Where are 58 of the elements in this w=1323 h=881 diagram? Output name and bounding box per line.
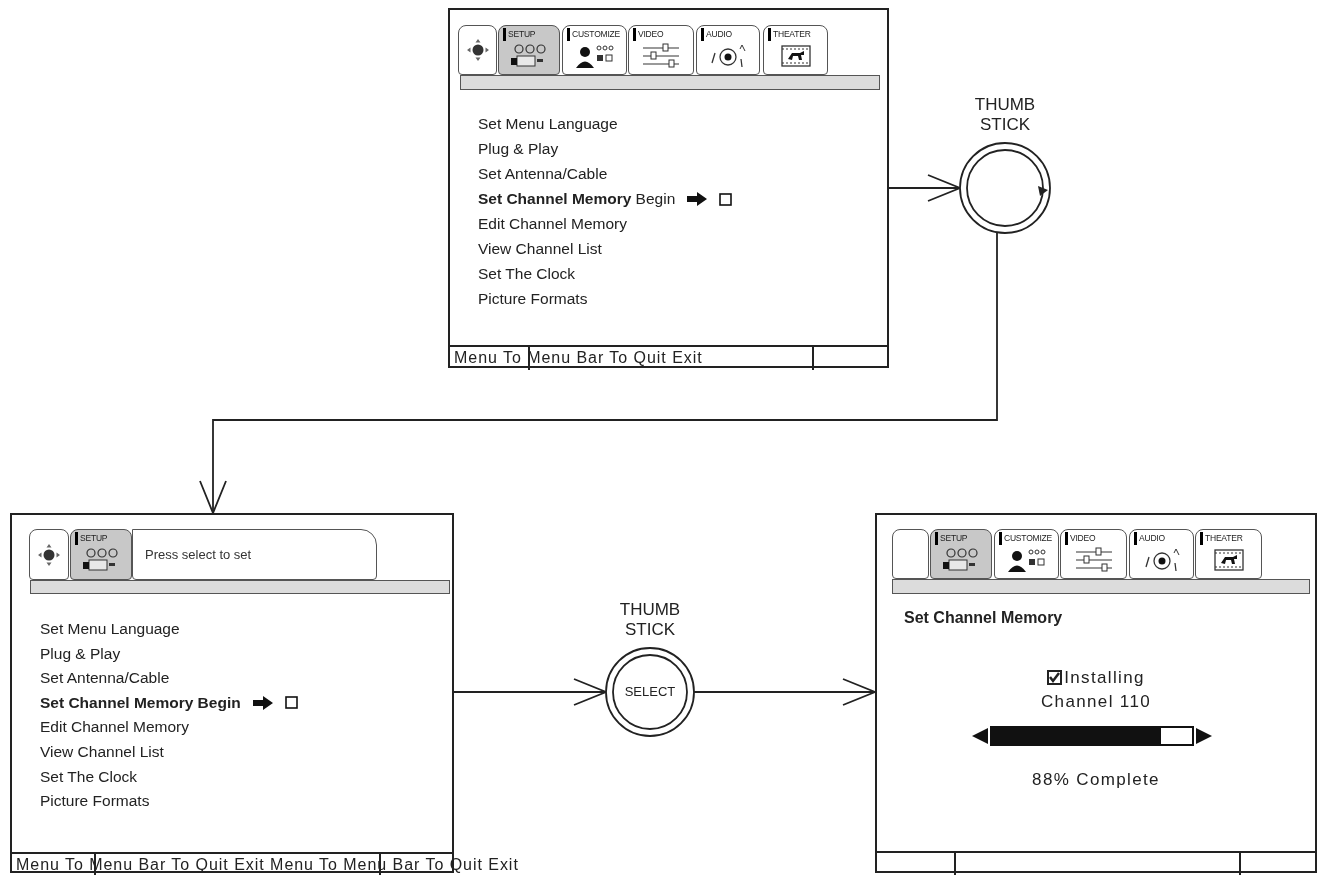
menu-item: Edit Channel Memory [40, 717, 190, 738]
menu-tab [458, 25, 497, 75]
menu-bar [30, 580, 450, 594]
selected-menu-tab [930, 529, 992, 579]
selected-menu-tab [498, 25, 560, 75]
button-label: SELECT [624, 683, 676, 702]
progress-text: 88% Complete [1032, 769, 1160, 791]
tab-message: Press select to set [145, 545, 252, 564]
status-text: Installing [1064, 667, 1145, 689]
menu-item: View Channel List [40, 742, 164, 762]
menu-item: Set The Clock [478, 264, 576, 284]
menu-tab [763, 25, 828, 75]
tab-label: CUSTOMIZE [1004, 534, 1052, 543]
menu-tab [1195, 529, 1262, 579]
menu-tab [1060, 529, 1127, 579]
menu-item: Set The Clock [40, 766, 138, 787]
menu-tab [628, 25, 694, 75]
thumb-stick-label: THUMB STICK [973, 95, 1037, 135]
menu-item: Set Channel Memory Begin [40, 692, 241, 713]
tab-label: SETUP [940, 534, 968, 543]
channel-text: Channel 110 [1040, 691, 1152, 713]
menu-item: Picture Formats [40, 791, 150, 812]
arrow [199, 231, 998, 514]
tab-label: CUSTOMIZE [572, 30, 620, 39]
tab-label: SETUP [80, 534, 108, 543]
tab-label: THEATER [1205, 534, 1243, 543]
tab-label: VIDEO [638, 30, 664, 39]
tab-label: AUDIO [706, 30, 732, 39]
selected-menu-tab [70, 529, 132, 580]
screen-title: Set Channel Memory [904, 608, 1063, 628]
menu-item: Set Menu Language [40, 619, 180, 639]
arrow [453, 678, 607, 706]
menu-tab [892, 529, 929, 579]
menu-item: Picture Formats [478, 289, 588, 309]
menu-bar [892, 579, 1310, 594]
arrow [888, 174, 961, 202]
menu-tab [696, 25, 760, 75]
message-tab [132, 529, 377, 580]
menu-item: Edit Channel Memory [478, 214, 628, 234]
menu-item: View Channel List [478, 239, 602, 259]
menu-tab [562, 25, 627, 75]
menu-item: Plug & Play [40, 643, 121, 664]
menu-item: Set Antenna/Cable [478, 164, 608, 184]
menu-tab [994, 529, 1059, 579]
menu-item: Plug & Play [478, 139, 559, 159]
menu-item: Set Menu Language [478, 114, 618, 134]
tab-label: VIDEO [1070, 534, 1096, 543]
tab-label: SETUP [508, 30, 536, 39]
tab-label: AUDIO [1139, 534, 1165, 543]
menu-item: Set Channel Memory Begin [478, 189, 676, 209]
menu-screen [448, 8, 889, 368]
menu-bar [460, 75, 880, 90]
tab-label: THEATER [773, 30, 811, 39]
thumb-stick-label: THUMB STICK [618, 600, 682, 640]
menu-screen [875, 513, 1317, 873]
menu-tab [29, 529, 69, 580]
menu-tab [1129, 529, 1194, 579]
menu-item: Set Antenna/Cable [40, 668, 170, 689]
